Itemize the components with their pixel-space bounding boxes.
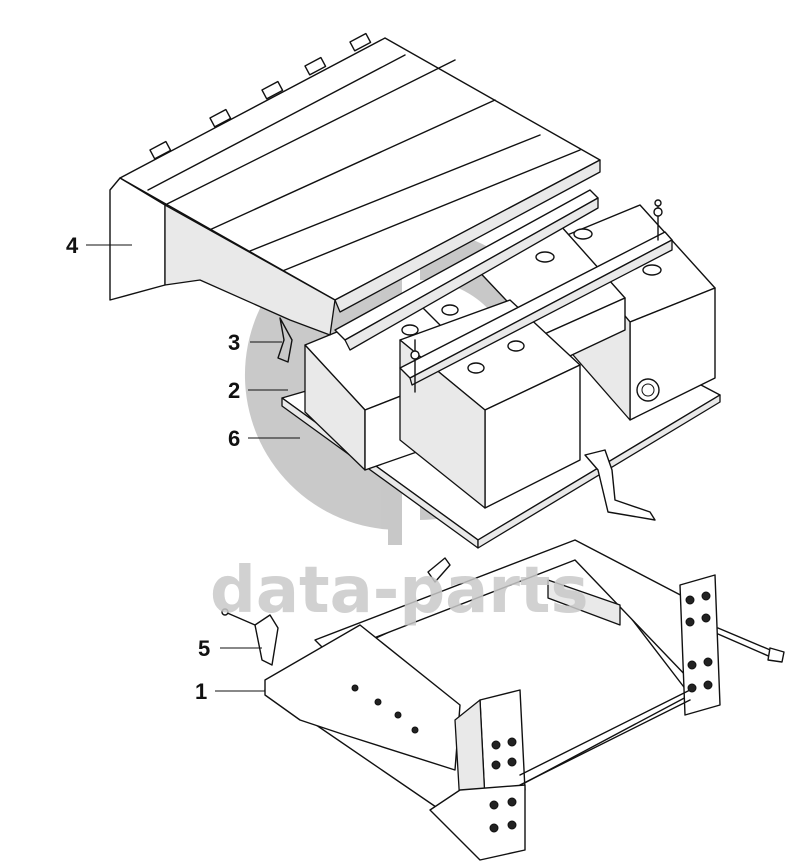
callout-2: 2 [228,378,240,403]
watermark-text: data-parts [210,554,589,628]
battery-front-right [399,299,581,509]
callout-3: 3 [228,330,240,355]
clamp-rail-front [399,199,673,393]
mounting-bolt [717,627,785,663]
tray-strap [584,449,656,521]
callout-6: 6 [228,426,240,451]
clamp-rail-rear [334,189,599,351]
callout-4: 4 [66,233,79,258]
latch [221,608,279,666]
clamp-hook [277,317,293,363]
callout-leaders [86,244,300,692]
callout-5: 5 [198,636,210,661]
battery-cover [109,32,601,336]
latch-rear [427,557,451,583]
battery-box-frame [264,539,721,861]
callouts: 4 3 2 6 5 1 [66,233,240,704]
callout-1: 1 [195,679,207,704]
